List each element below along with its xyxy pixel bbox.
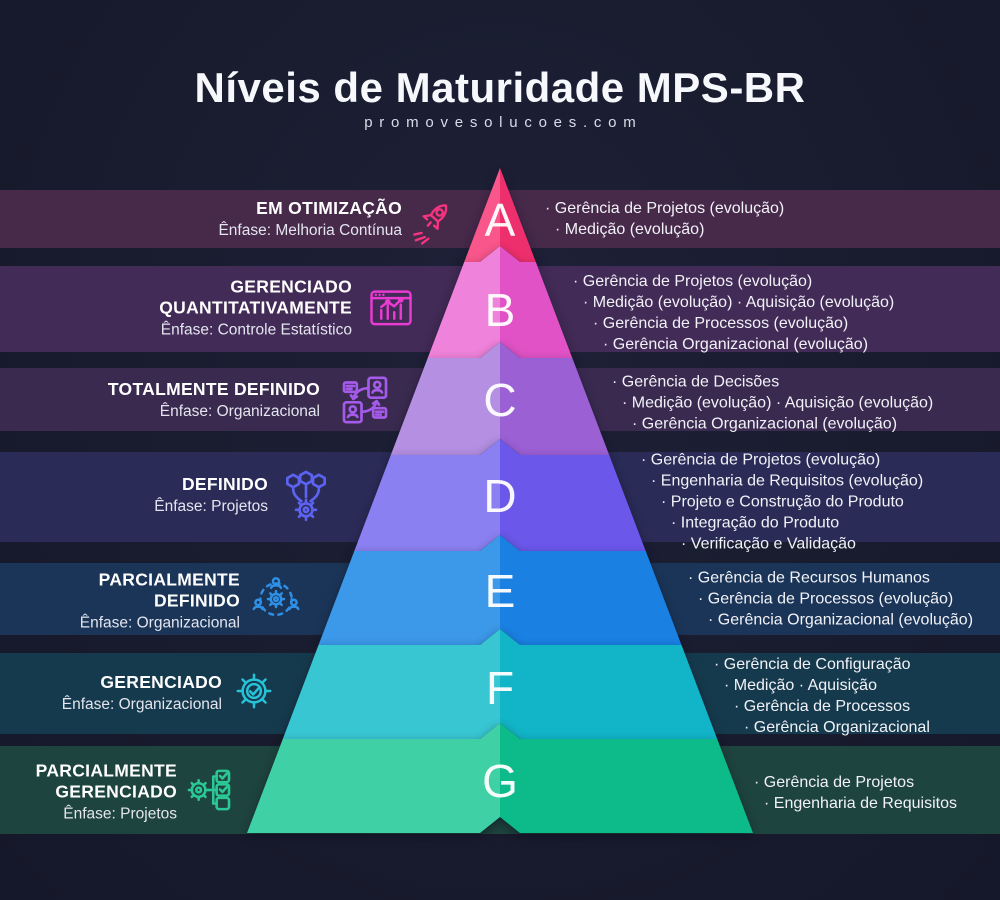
list-item: · Medição · Aquisição <box>724 677 877 694</box>
list-item: · Medição (evolução) · Aquisição (evoluç… <box>583 294 895 311</box>
level-label-g: PARCIALMENTE GERENCIADO Ênfase: Projetos <box>12 761 177 824</box>
segment-b-left <box>427 246 500 358</box>
pyramid-segment-d <box>354 439 646 551</box>
segment-b-right <box>500 246 573 358</box>
pyramid-letter-f: F <box>485 662 515 714</box>
segment-f-left <box>282 629 500 739</box>
level-name: TOTALMENTE DEFINIDO <box>107 379 320 399</box>
level-items-a: · Gerência de Projetos (evolução) · Medi… <box>545 198 784 240</box>
pyramid-segment-b <box>427 246 573 358</box>
pyramid-segment-c <box>390 342 610 455</box>
list-item: · Gerência de Projetos (evolução) <box>545 200 785 217</box>
people-network-icon <box>342 376 388 424</box>
gear-check-icon <box>236 673 272 709</box>
level-name: EM OTIMIZAÇÃO <box>256 198 402 218</box>
team-gear-icon <box>252 577 300 617</box>
list-item: · Verificação e Validação <box>681 535 856 553</box>
level-name: PARCIALMENTE GERENCIADO <box>35 760 177 802</box>
list-item: · Projeto e Construção do Produto <box>661 493 904 511</box>
level-name: PARCIALMENTE DEFINIDO <box>98 569 240 611</box>
page-title: Níveis de Maturidade MPS-BR <box>194 64 806 111</box>
level-items-e: · Gerência de Recursos Humanos · Gerênci… <box>688 568 973 631</box>
list-item: · Gerência de Processos (evolução) <box>593 315 849 332</box>
level-emphasis: Ênfase: Organizacional <box>61 696 222 713</box>
pyramid-letter-e: E <box>484 565 516 617</box>
pyramid-letter-c: C <box>483 374 517 426</box>
level-label-a: EM OTIMIZAÇÃO Ênfase: Melhoria Contínua <box>142 198 402 240</box>
pyramid-segment-f <box>282 629 718 739</box>
level-items-c: · Gerência de Decisões · Medição (evoluç… <box>612 372 933 435</box>
segment-e-right <box>500 535 682 645</box>
pyramid-segment-g <box>247 723 753 833</box>
list-item: · Gerência de Projetos <box>754 774 915 791</box>
website-subtitle: promovesolucoes.com <box>364 114 643 131</box>
pyramid-segment-a <box>464 168 536 262</box>
segment-e-left <box>318 535 500 645</box>
level-items-f: · Gerência de Configuração · Medição · A… <box>714 654 930 738</box>
list-item: · Gerência Organizacional (evolução) <box>603 336 869 353</box>
modules-gear-icon <box>285 470 327 522</box>
list-item: · Engenharia de Requisitos (evolução) <box>651 472 924 490</box>
level-name: DEFINIDO <box>181 474 268 494</box>
segment-d-right <box>500 439 646 551</box>
segment-d-left <box>354 439 500 551</box>
list-item: · Medição (evolução) <box>555 221 705 238</box>
list-item: · Gerência de Projetos (evolução) <box>641 451 881 469</box>
checklist-gear-icon <box>187 769 231 811</box>
list-item: · Gerência de Decisões <box>612 373 780 391</box>
list-item: · Gerência Organizacional (evolução) <box>632 415 898 433</box>
segment-a-left <box>464 168 500 262</box>
segment-f-right <box>500 629 718 739</box>
level-label-d: DEFINIDO Ênfase: Projetos <box>48 474 268 516</box>
list-item: · Integração do Produto <box>671 514 840 532</box>
level-name: GERENCIADO QUANTITATIVAMENTE <box>159 276 352 318</box>
list-item: · Gerência de Recursos Humanos <box>688 569 930 587</box>
level-label-c: TOTALMENTE DEFINIDO Ênfase: Organizacion… <box>40 379 320 421</box>
pyramid-letter-a: A <box>484 194 516 246</box>
pyramid-letter-d: D <box>483 470 517 522</box>
segment-c-right <box>500 342 610 455</box>
list-item: · Gerência de Projetos (evolução) <box>573 273 813 290</box>
level-emphasis: Ênfase: Controle Estatístico <box>160 321 352 339</box>
segment-a-right <box>500 168 536 262</box>
level-items-g: · Gerência de Projetos · Engenharia de R… <box>754 772 957 814</box>
chart-monitor-icon <box>370 290 412 326</box>
segment-g-right <box>500 723 753 833</box>
level-items-b: · Gerência de Projetos (evolução) · Medi… <box>573 271 894 355</box>
list-item: · Gerência Organizacional (evolução) <box>708 611 974 629</box>
level-emphasis: Ênfase: Melhoria Contínua <box>218 222 402 239</box>
pyramid-letter-g: G <box>482 755 518 807</box>
level-emphasis: Ênfase: Organizacional <box>159 403 320 420</box>
rocket-icon <box>413 204 448 245</box>
pyramid-letter-b: B <box>484 284 516 336</box>
list-item: · Medição (evolução) · Aquisição (evoluç… <box>622 394 934 412</box>
level-label-f: GERENCIADO Ênfase: Organizacional <box>12 672 222 714</box>
pyramid-segment-e <box>318 535 682 645</box>
segment-g-left <box>247 723 500 833</box>
level-label-b: GERENCIADO QUANTITATIVAMENTE Ênfase: Con… <box>102 277 352 340</box>
level-emphasis: Ênfase: Organizacional <box>79 614 240 632</box>
list-item: · Gerência Organizacional <box>744 719 930 736</box>
level-label-e: PARCIALMENTE DEFINIDO Ênfase: Organizaci… <box>50 570 240 633</box>
segment-c-left <box>390 342 500 455</box>
list-item: · Gerência de Processos <box>734 698 911 715</box>
list-item: · Engenharia de Requisitos <box>764 795 958 812</box>
level-emphasis: Ênfase: Projetos <box>154 498 268 515</box>
level-name: GERENCIADO <box>100 672 222 692</box>
list-item: · Gerência de Processos (evolução) <box>698 590 954 608</box>
level-items-d: · Gerência de Projetos (evolução) · Enge… <box>641 450 923 555</box>
list-item: · Gerência de Configuração <box>714 656 911 673</box>
level-emphasis: Ênfase: Projetos <box>63 805 177 823</box>
